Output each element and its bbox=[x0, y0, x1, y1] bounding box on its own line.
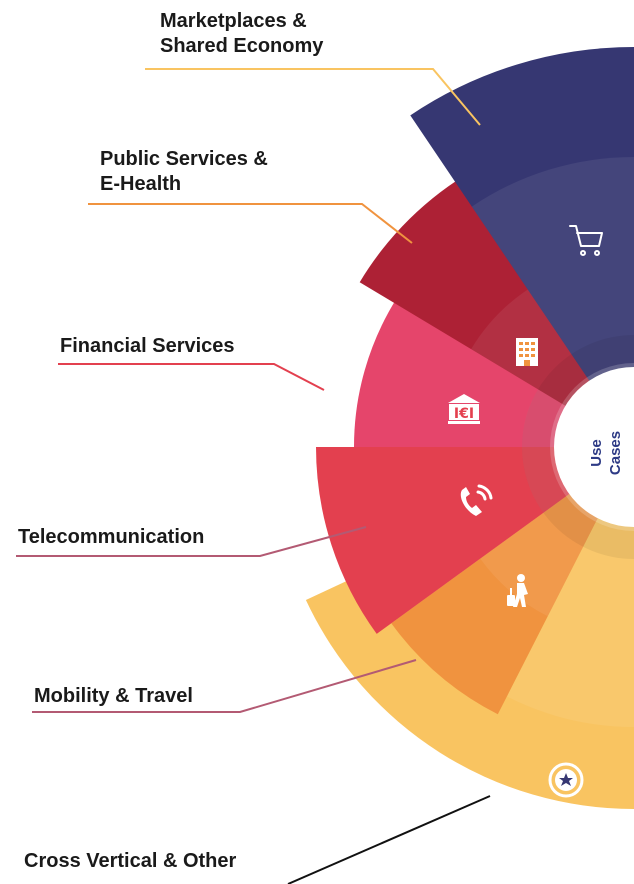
label-marketplaces: Marketplaces & Shared Economy bbox=[160, 9, 323, 59]
star-badge-icon bbox=[548, 762, 584, 798]
label-cross-line1: Cross Vertical & Other bbox=[24, 850, 237, 872]
label-telecommunication: Telecommunication bbox=[18, 525, 204, 550]
center-label-line2: Cases bbox=[607, 431, 624, 475]
label-mobility-line1: Mobility & Travel bbox=[34, 685, 193, 707]
bank-euro-icon: I€I bbox=[448, 394, 480, 424]
sector-inner-band-cross bbox=[471, 157, 634, 447]
label-telecom-line1: Telecommunication bbox=[18, 526, 205, 548]
label-marketplaces-line1: Marketplaces & bbox=[160, 10, 307, 32]
label-marketplaces-line2: Shared Economy bbox=[160, 35, 324, 57]
leader-line-telecom bbox=[16, 526, 367, 557]
center-label: Use Cases bbox=[588, 431, 624, 475]
svg-text:I€I: I€I bbox=[454, 406, 474, 422]
sector-financial bbox=[316, 447, 634, 634]
leader-line-cross bbox=[287, 795, 491, 884]
label-financial-services: Financial Services bbox=[60, 334, 235, 359]
sector-mobility bbox=[359, 169, 634, 447]
shopping-cart-icon bbox=[569, 225, 603, 256]
traveler-luggage-icon bbox=[507, 574, 528, 607]
center-label-line1: Use bbox=[588, 439, 605, 467]
building-icon bbox=[516, 338, 538, 366]
sector-cross bbox=[410, 47, 634, 447]
label-cross-vertical: Cross Vertical & Other bbox=[24, 849, 236, 874]
phone-call-icon bbox=[460, 484, 493, 516]
sector-public bbox=[391, 447, 634, 715]
center-circle bbox=[554, 367, 634, 527]
label-public-line2: E-Health bbox=[100, 173, 182, 195]
label-mobility-travel: Mobility & Travel bbox=[34, 684, 193, 709]
leader-line-marketplaces bbox=[145, 68, 481, 126]
label-public-line1: Public Services & bbox=[100, 148, 268, 170]
leader-line-public bbox=[88, 203, 413, 244]
leader-lines bbox=[16, 68, 491, 884]
leader-line-mobility bbox=[32, 659, 417, 713]
leader-line-financial bbox=[58, 363, 325, 391]
label-public-services: Public Services & E-Health bbox=[100, 147, 268, 197]
label-financial-line1: Financial Services bbox=[60, 335, 235, 357]
